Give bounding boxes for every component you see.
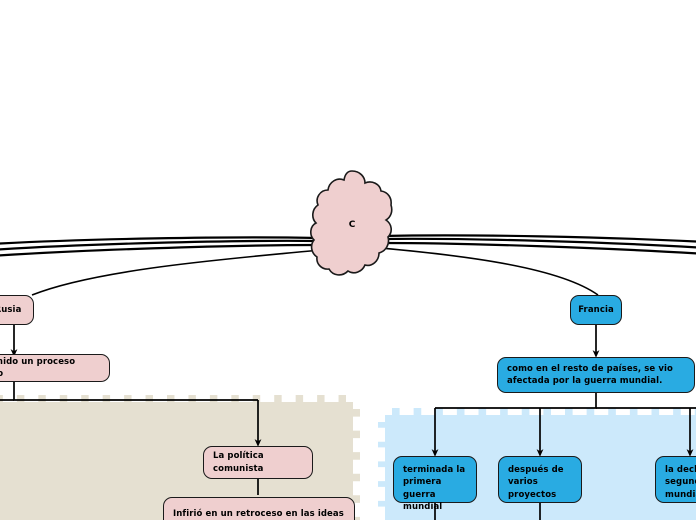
node-terminada-primera-guerra[interactable]: terminada la primera guerra mundial [393, 456, 477, 512]
node-francia-label: Francia [578, 304, 614, 315]
node-terminada-primera-guerra-label: terminada la primera guerra mundial [403, 465, 466, 512]
cloud-shape [310, 170, 393, 276]
node-proceso-lento-label: a tenido un proceso lento [0, 356, 76, 379]
node-rusia-label: Rusia [0, 304, 22, 315]
node-despues-varios-proyectos-label: después de varios proyectos [508, 465, 564, 500]
node-declaracion-segunda-guerra[interactable]: la decla segunda mundia [655, 456, 696, 503]
node-proceso-lento[interactable]: a tenido un proceso lento [0, 354, 110, 382]
central-node-cloud[interactable]: C [310, 168, 394, 282]
node-afectada-guerra-mundial[interactable]: como en el resto de países, se vio afect… [497, 357, 695, 393]
node-retroceso-ideas[interactable]: Infirió en un retroceso en las ideas [163, 497, 355, 520]
central-node-label: C [348, 220, 356, 230]
node-politica-comunista-label: La política comunista [213, 451, 264, 474]
node-politica-comunista[interactable]: La política comunista [203, 446, 313, 479]
node-despues-varios-proyectos[interactable]: después de varios proyectos [498, 456, 582, 503]
node-declaracion-segunda-guerra-label: la decla segunda mundia [665, 465, 696, 500]
node-rusia[interactable]: Rusia [0, 295, 34, 325]
node-retroceso-ideas-label: Infirió en un retroceso en las ideas [173, 508, 344, 519]
node-afectada-guerra-mundial-label: como en el resto de países, se vio afect… [507, 363, 673, 386]
node-francia[interactable]: Francia [570, 295, 622, 325]
